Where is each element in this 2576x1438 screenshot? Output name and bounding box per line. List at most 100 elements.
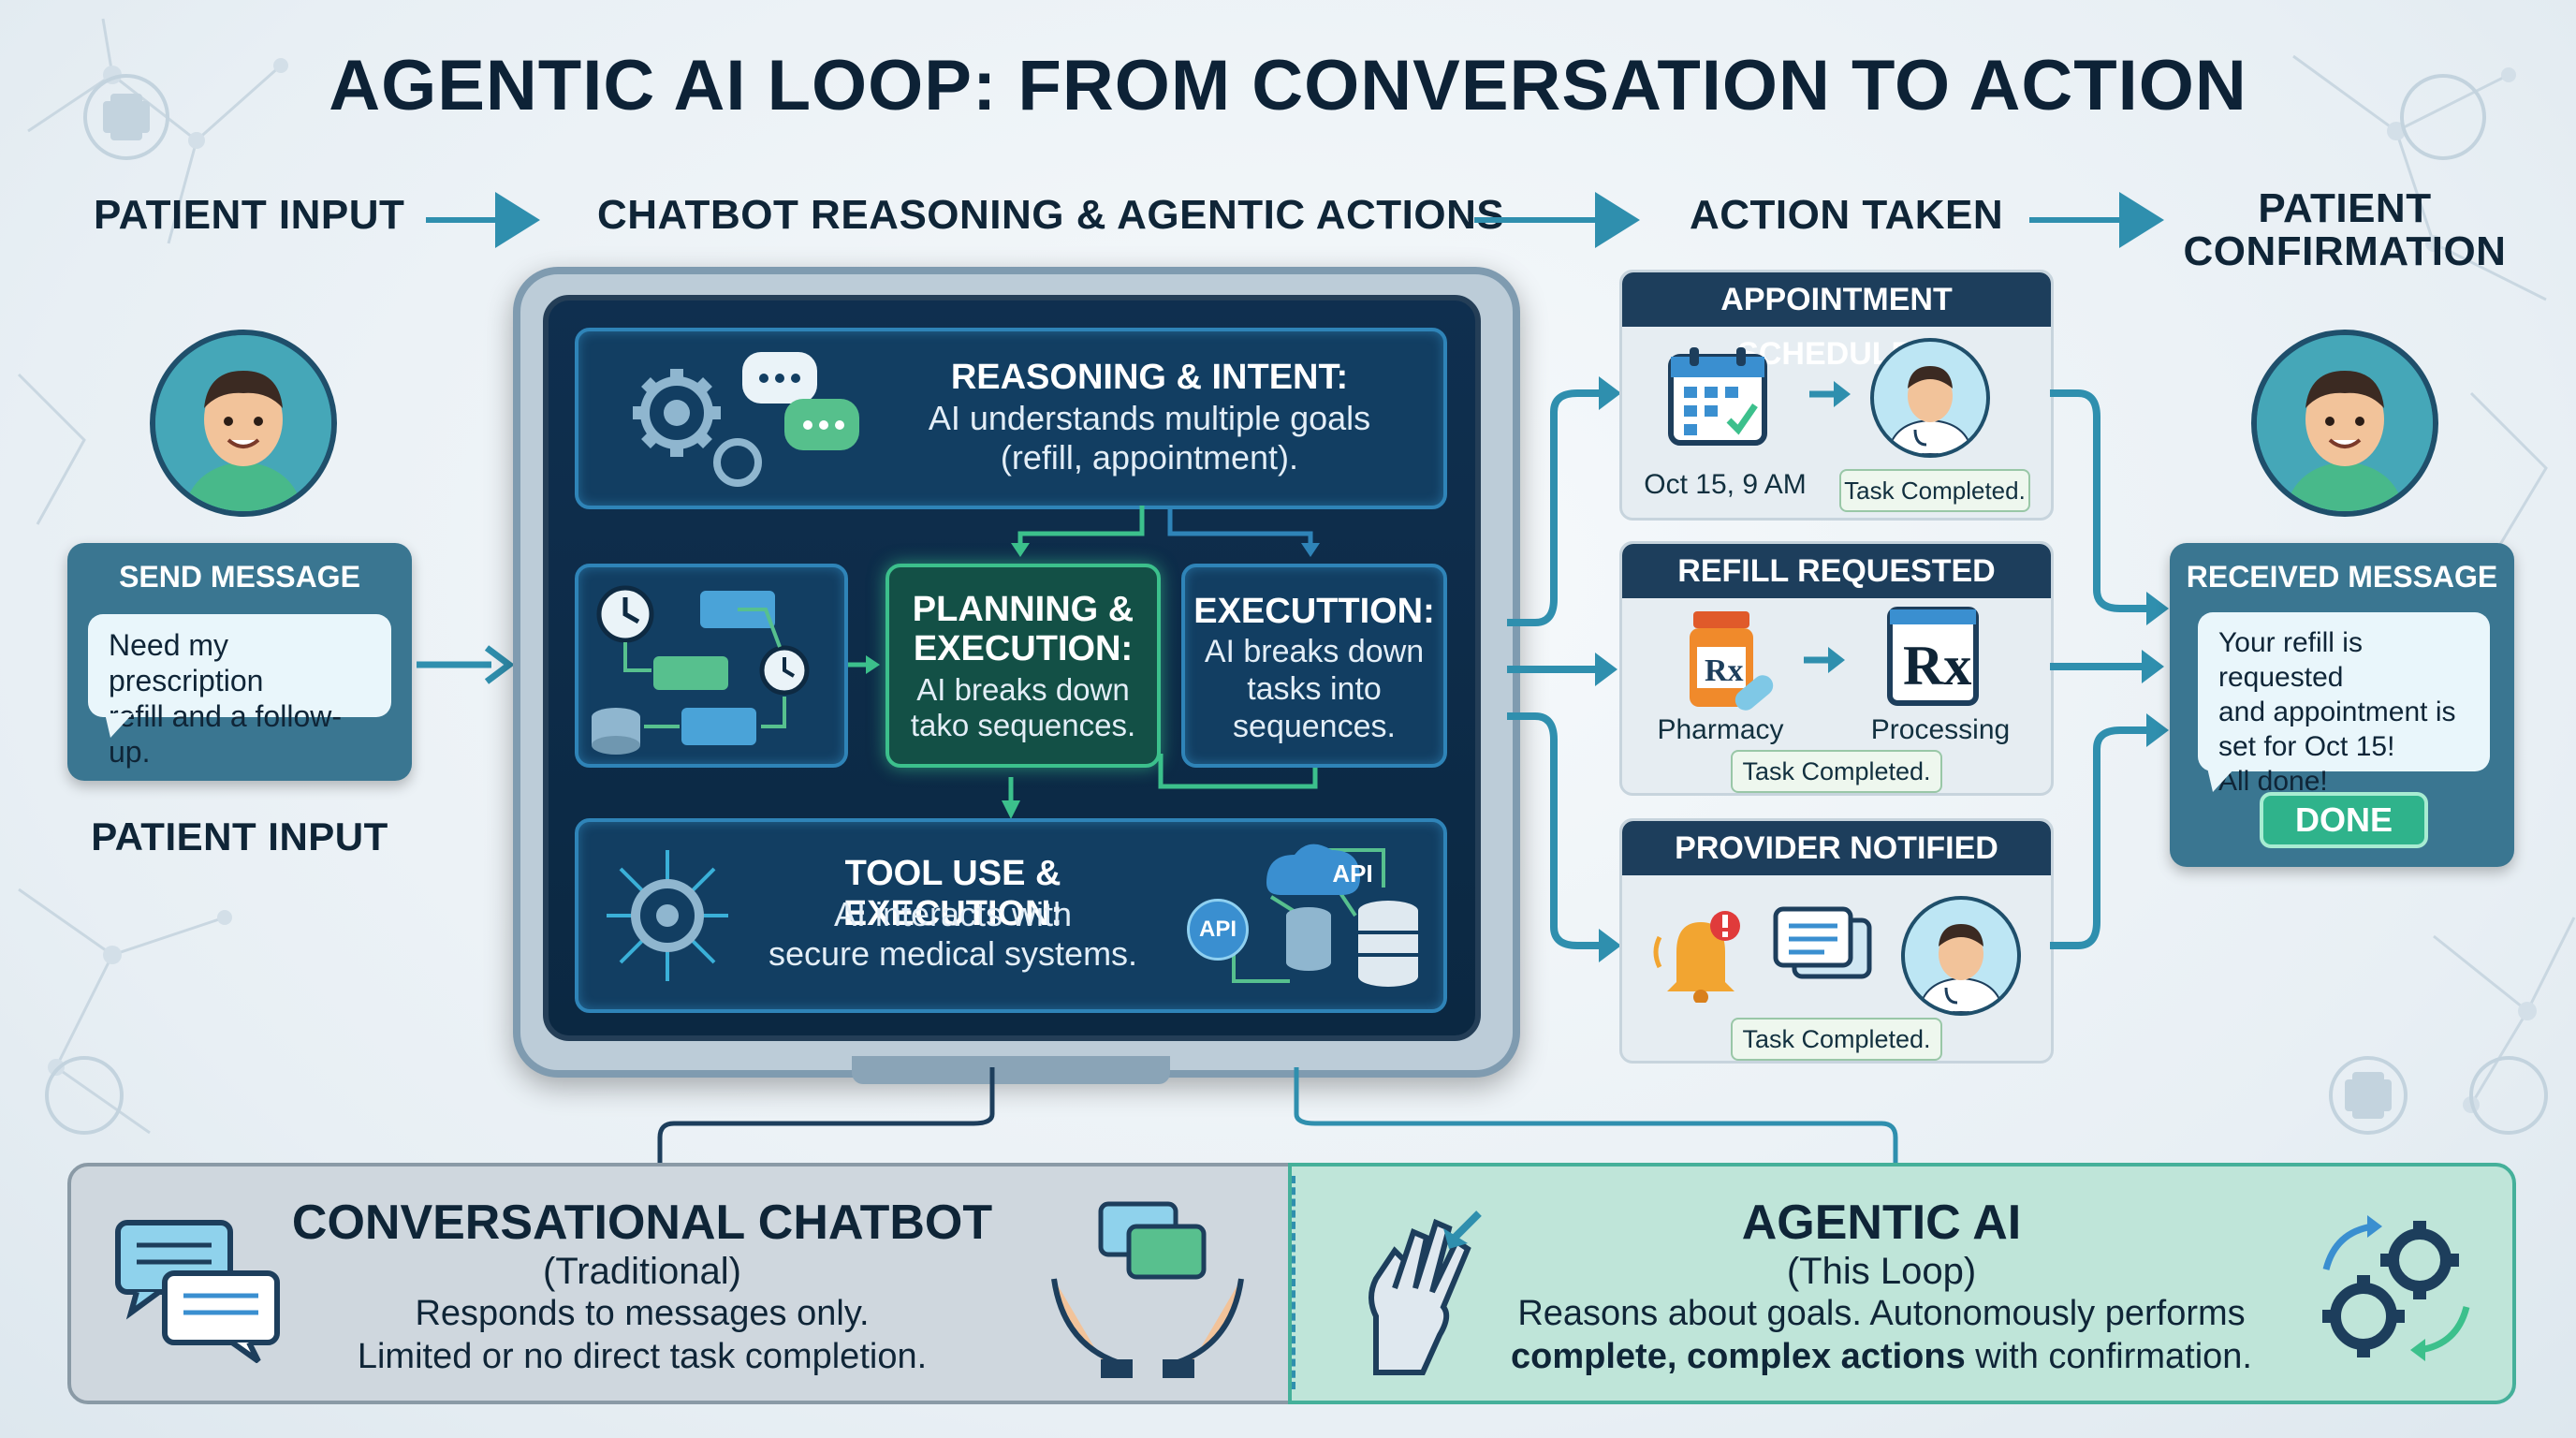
refill-header: REFILL REQUESTED <box>1622 544 2051 598</box>
robot-hand-icon <box>1368 1211 1482 1375</box>
arrow-right-icon <box>417 645 515 684</box>
planning-title-line1: PLANNING & <box>912 590 1134 629</box>
header-arrows <box>426 192 2164 248</box>
confirmation-line1: Your refill is requested <box>2218 627 2363 693</box>
reasoning-line1: AI understands multiple goals <box>928 399 1371 437</box>
provider-avatar <box>1901 896 2021 1016</box>
send-message-header: SEND MESSAGE <box>119 560 360 594</box>
action-provider-card: PROVIDER NOTIFIED Task Completed. <box>1619 818 2054 1064</box>
execution-text: AI breaks down tasks into sequences. <box>1185 633 1443 745</box>
column-header-action-taken: ACTION TAKEN <box>1690 192 2004 238</box>
doctor-avatar <box>1870 338 1990 458</box>
patient-input-caption: PATIENT INPUT <box>91 814 388 858</box>
tool-use-line1: AI interacts with <box>833 895 1073 933</box>
traditional-chatbot-panel: CONVERSATIONAL CHATBOT (Traditional) Res… <box>67 1163 1299 1404</box>
chat-message-icon <box>1773 906 1872 979</box>
refill-processing-label: Processing <box>1870 714 2011 745</box>
agentic-title: AGENTIC AI <box>1741 1196 2022 1250</box>
hands-chat-icon <box>1051 1201 1244 1378</box>
planning-title: PLANNING & EXECUTION: <box>889 590 1157 668</box>
gears-chat-icon <box>633 352 859 487</box>
bubble-tail-icon <box>105 713 133 738</box>
traditional-subtitle: (Traditional) <box>543 1251 741 1292</box>
planning-text: AI breaks down tako sequences. <box>889 672 1157 743</box>
appointment-header: APPOINTMENT SCHEDULED <box>1622 272 2051 372</box>
column-header-patient-input: PATIENT INPUT <box>94 192 405 238</box>
api-cloud-label: API <box>1332 859 1373 888</box>
confirmation-bubble: Your refill is requested and appointment… <box>2198 612 2490 797</box>
screen-connectors <box>842 506 1320 819</box>
execution-panel: EXECUTTION: AI breaks down tasks into se… <box>1181 564 1447 768</box>
send-message-card: SEND MESSAGE Need my prescription refill… <box>67 543 412 781</box>
page-title: AGENTIC AI LOOP: FROM CONVERSATION TO AC… <box>329 46 2247 125</box>
execution-line1: AI breaks down <box>1204 634 1425 669</box>
network-gear-icon <box>607 850 728 981</box>
appointment-date: Oct 15, 9 AM <box>1644 469 1807 500</box>
patient-message-bubble: Need my prescription refill and a follow… <box>88 614 391 769</box>
column-header-confirmation-line2: CONFIRMATION <box>2183 228 2507 274</box>
bubble-tail-icon <box>2207 768 2235 792</box>
api-node-label: API <box>1187 899 1249 961</box>
appointment-status-badge: Task Completed. <box>1839 469 2030 512</box>
traditional-line2: Limited or no direct task completion. <box>357 1337 928 1376</box>
planning-line2: tako sequences. <box>910 708 1136 742</box>
tool-use-panel: TOOL USE & EXECUTION: AI interacts with … <box>575 818 1447 1013</box>
column-header-reasoning: CHATBOT REASONING & AGENTIC ACTIONS <box>597 192 1505 238</box>
traditional-title: CONVERSATIONAL CHATBOT <box>291 1196 993 1250</box>
execution-line2: tasks into <box>1247 671 1382 707</box>
patient-avatar-confirmation <box>2251 330 2438 517</box>
agentic-line2-bold: complete, complex actions <box>1511 1337 1966 1376</box>
bottom-connectors <box>657 1067 1898 1170</box>
confirmation-line2: and appointment is <box>2218 697 2456 727</box>
arrow-right-icon <box>1809 381 1851 407</box>
refill-status-badge: Task Completed. <box>1731 750 1942 793</box>
svg-text:Rx: Rx <box>1903 635 1971 697</box>
received-message-header: RECEIVED MESSAGE <box>2186 560 2498 594</box>
planning-panel: PLANNING & EXECUTION: AI breaks down tak… <box>886 564 1161 768</box>
reasoning-line2: (refill, appointment). <box>1000 438 1299 477</box>
reasoning-panel: REASONING & INTENT: AI understands multi… <box>575 328 1447 509</box>
agentic-line2: complete, complex actions with confirmat… <box>1470 1335 2293 1378</box>
action-refill-card: REFILL REQUESTED Rx Rx Pharmacy Processi… <box>1619 541 2054 796</box>
patient-avatar <box>150 330 337 517</box>
execution-line3: sequences. <box>1233 709 1396 744</box>
database-icon <box>1286 901 1418 987</box>
received-message-card: RECEIVED MESSAGE Your refill is requeste… <box>2170 543 2514 867</box>
planning-title-line2: EXECUTION: <box>913 629 1134 668</box>
prescription-icon: Rx <box>1887 607 1979 706</box>
workflow-panel <box>575 564 848 768</box>
arrow-right-icon <box>1804 647 1845 673</box>
bell-alert-icon <box>1653 911 1740 1003</box>
tool-use-title: TOOL USE & EXECUTION: <box>842 854 1063 933</box>
provider-header: PROVIDER NOTIFIED <box>1622 821 2051 875</box>
agentic-line2-rest: with confirmation. <box>1965 1337 2252 1376</box>
agentic-subtitle: (This Loop) <box>1786 1251 1977 1292</box>
branch-arrows <box>1507 376 1621 962</box>
chat-bubbles-icon <box>115 1220 280 1363</box>
patient-message-line2: refill and a follow-up. <box>109 699 342 769</box>
agentic-description: Reasons about goals. Autonomously perfor… <box>1470 1292 2293 1378</box>
workflow-clock-icon <box>592 585 810 755</box>
done-button[interactable]: DONE <box>2260 792 2428 848</box>
agentic-ai-panel: AGENTIC AI (This Loop) Reasons about goa… <box>1288 1163 2516 1404</box>
column-header-confirmation-line1: PATIENT <box>2258 185 2432 231</box>
traditional-description: Responds to messages only. Limited or no… <box>286 1292 998 1378</box>
monitor-stand <box>852 1056 1170 1084</box>
merge-arrows <box>2050 389 2169 949</box>
panel-divider <box>1292 1176 1295 1389</box>
reasoning-title: REASONING & INTENT: <box>950 358 1349 397</box>
gears-cycle-icon <box>2322 1215 2470 1361</box>
execution-title: EXECUTTION: <box>1193 592 1435 631</box>
provider-status-badge: Task Completed. <box>1731 1018 1942 1061</box>
confirmation-line3: set for Oct 15! <box>2218 731 2395 762</box>
svg-text:Rx: Rx <box>1705 653 1744 688</box>
tool-use-line2: secure medical systems. <box>768 934 1138 973</box>
refill-pharmacy-label: Pharmacy <box>1657 714 1784 745</box>
patient-message-line1: Need my prescription <box>109 628 264 697</box>
planning-line1: AI breaks down <box>916 672 1130 707</box>
agentic-line1: Reasons about goals. Autonomously perfor… <box>1517 1294 2246 1333</box>
traditional-line1: Responds to messages only. <box>415 1294 870 1333</box>
column-header-confirmation: PATIENT CONFIRMATION <box>2153 187 2537 273</box>
calendar-icon <box>1668 347 1767 446</box>
